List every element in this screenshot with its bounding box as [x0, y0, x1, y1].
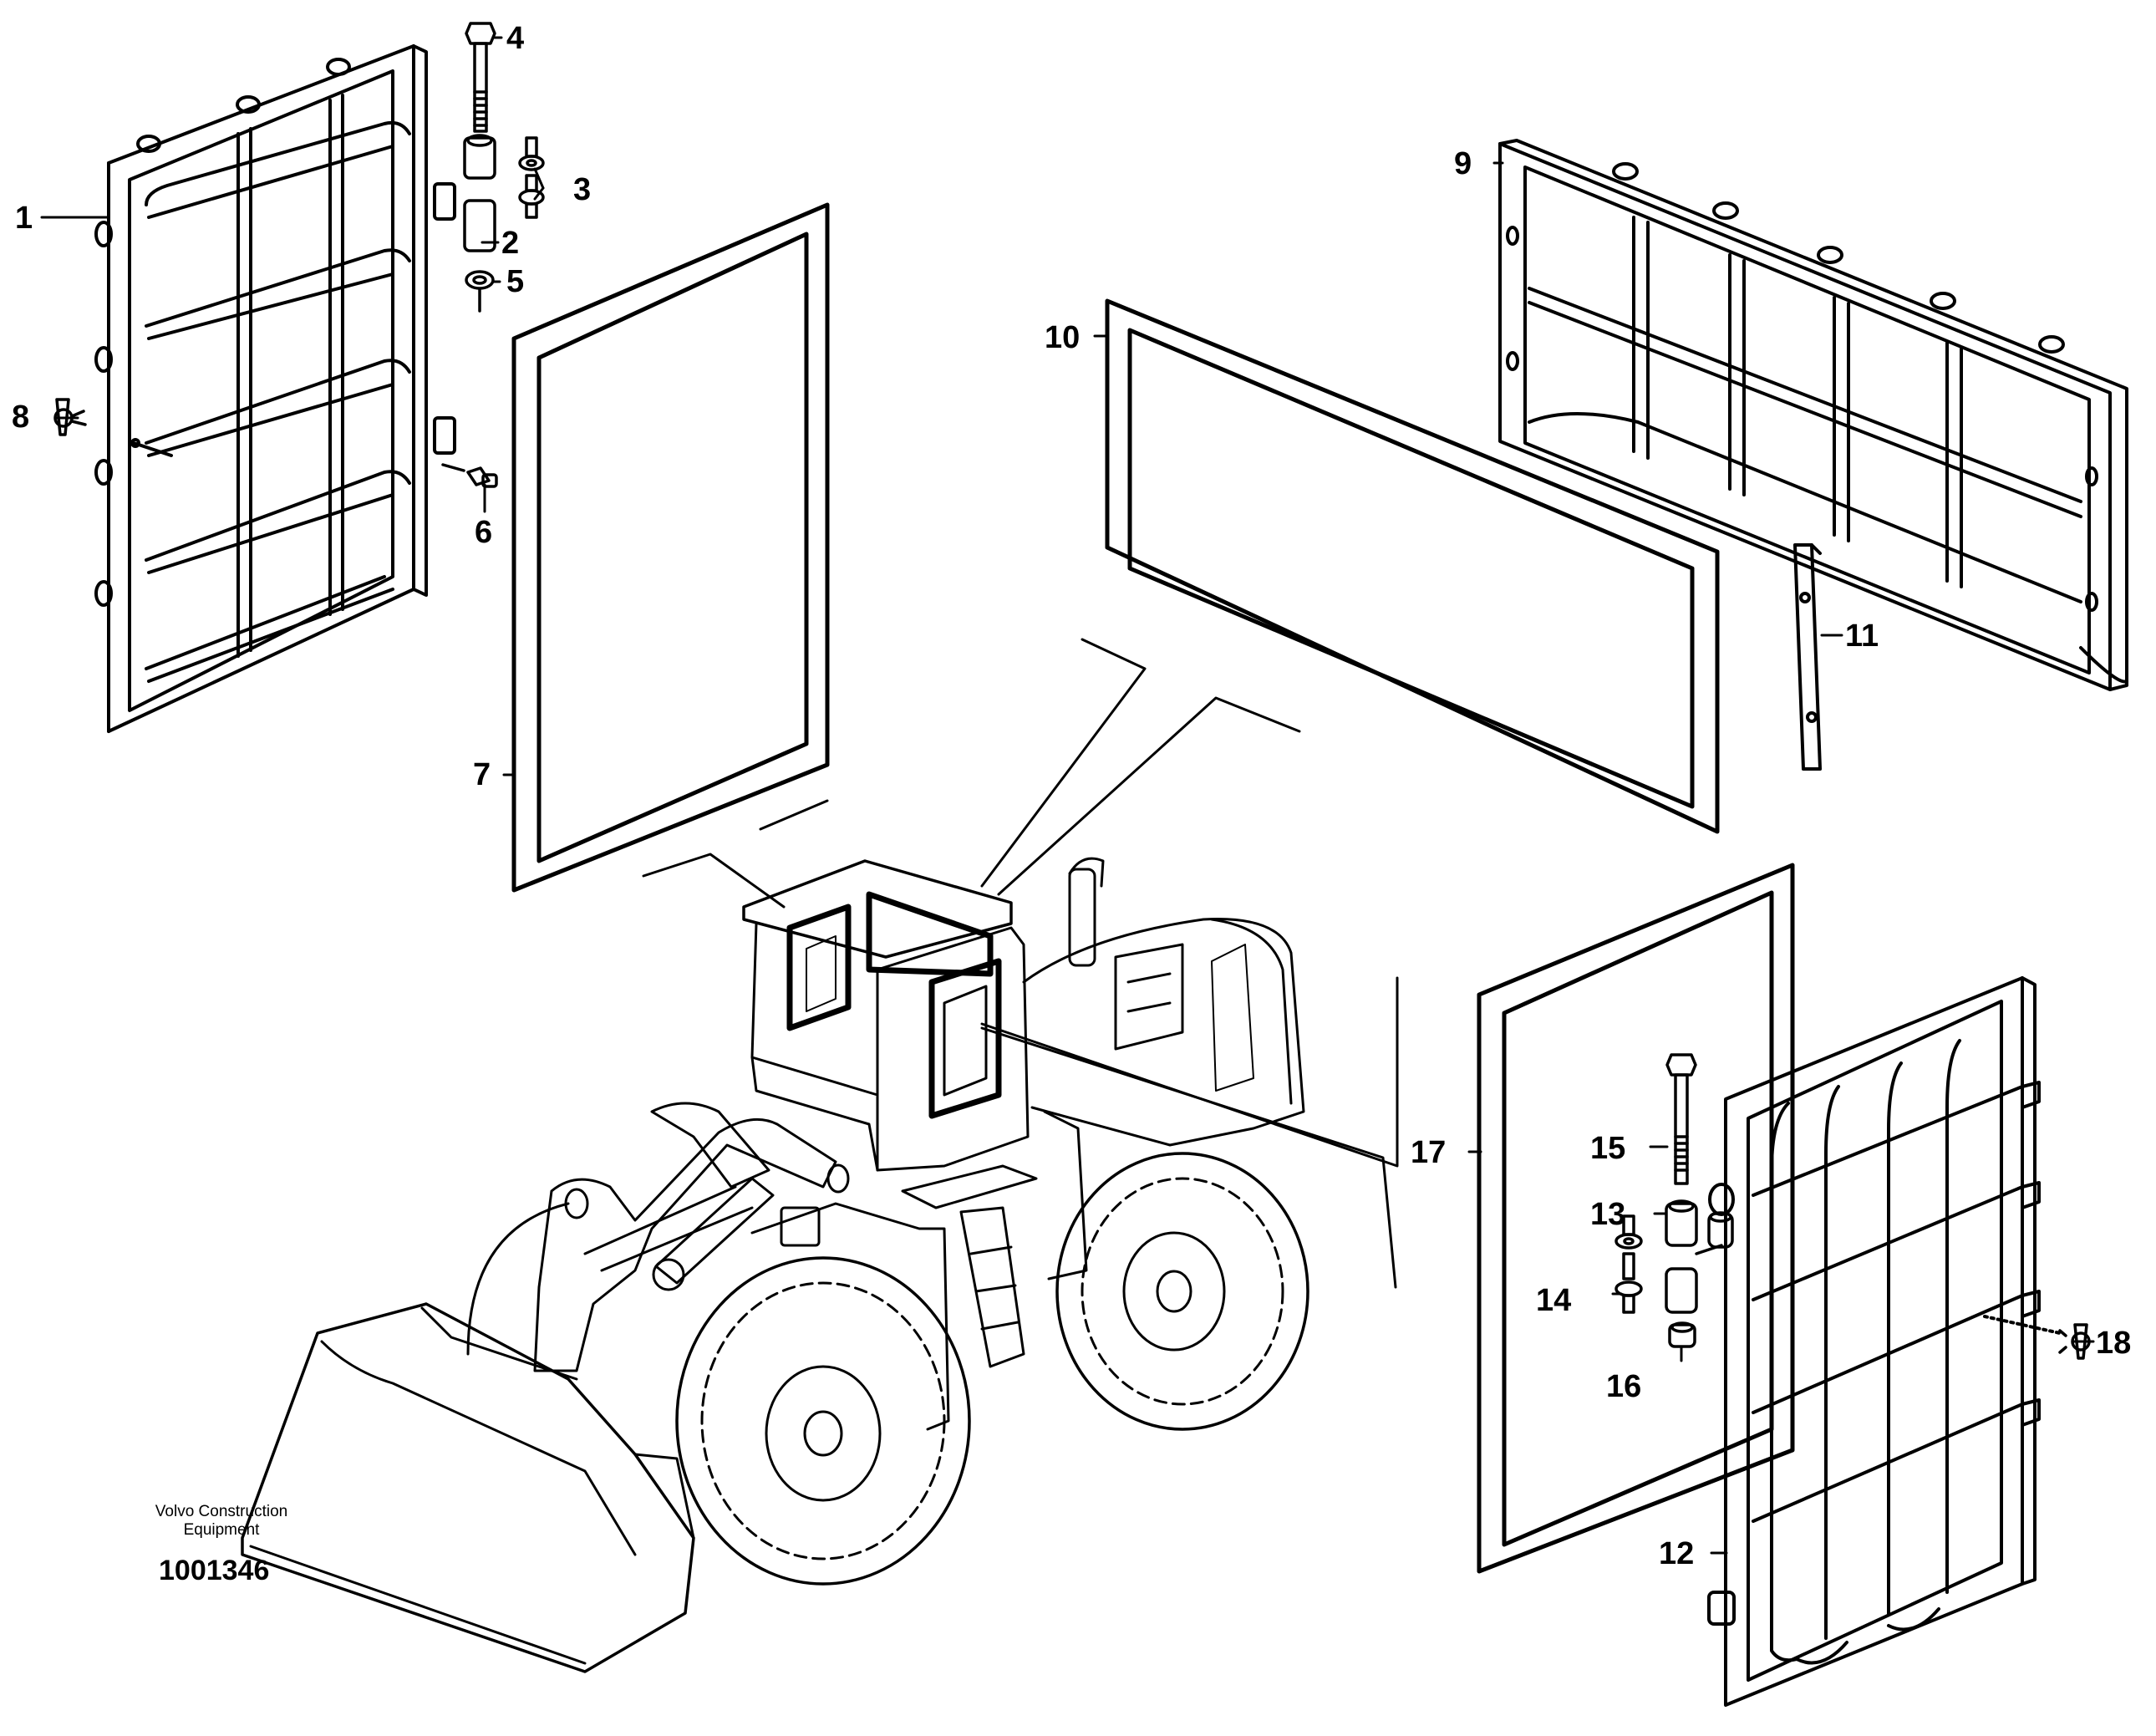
callout-3: 3 — [573, 172, 592, 207]
document-number: 1001346 — [159, 1555, 270, 1586]
callout-14: 14 — [1536, 1283, 1572, 1318]
part-6-fitting — [441, 463, 498, 488]
callout-2: 2 — [501, 226, 520, 261]
callout-1: 1 — [15, 201, 33, 236]
part-13-16-hinge-kit — [1614, 1053, 1734, 1348]
callout-6: 6 — [475, 515, 493, 550]
credit-line-1: Volvo Construction — [155, 1503, 288, 1520]
wheel-loader-illustration — [241, 857, 1309, 1673]
part-10-seal — [1105, 298, 1720, 834]
callout-12: 12 — [1659, 1536, 1695, 1571]
callout-5: 5 — [506, 264, 525, 299]
part-2-5-hinge-kit — [463, 22, 545, 313]
callout-17: 17 — [1411, 1135, 1447, 1170]
part-9-rear-guard — [1498, 139, 2128, 691]
credit-line-2: Equipment — [183, 1520, 260, 1539]
manufacturer-credit: Volvo Construction Equipment — [130, 1503, 313, 1540]
part-11-strip — [1793, 543, 1822, 771]
callout-16: 16 — [1606, 1369, 1642, 1404]
callout-18: 18 — [2096, 1326, 2132, 1361]
callout-13: 13 — [1590, 1197, 1626, 1232]
callout-leaders — [40, 36, 2095, 1555]
part-7-seal — [511, 202, 830, 893]
callout-11: 11 — [1845, 619, 1879, 654]
part-12-side-guard — [1707, 976, 2062, 1707]
callout-7: 7 — [473, 757, 491, 792]
part-1-window-guard — [94, 44, 456, 733]
callout-10: 10 — [1045, 320, 1081, 355]
callout-8: 8 — [12, 400, 30, 435]
callout-9: 9 — [1454, 146, 1472, 181]
callout-15: 15 — [1590, 1131, 1626, 1166]
part-17-seal — [1477, 863, 1795, 1574]
callout-4: 4 — [506, 21, 525, 56]
